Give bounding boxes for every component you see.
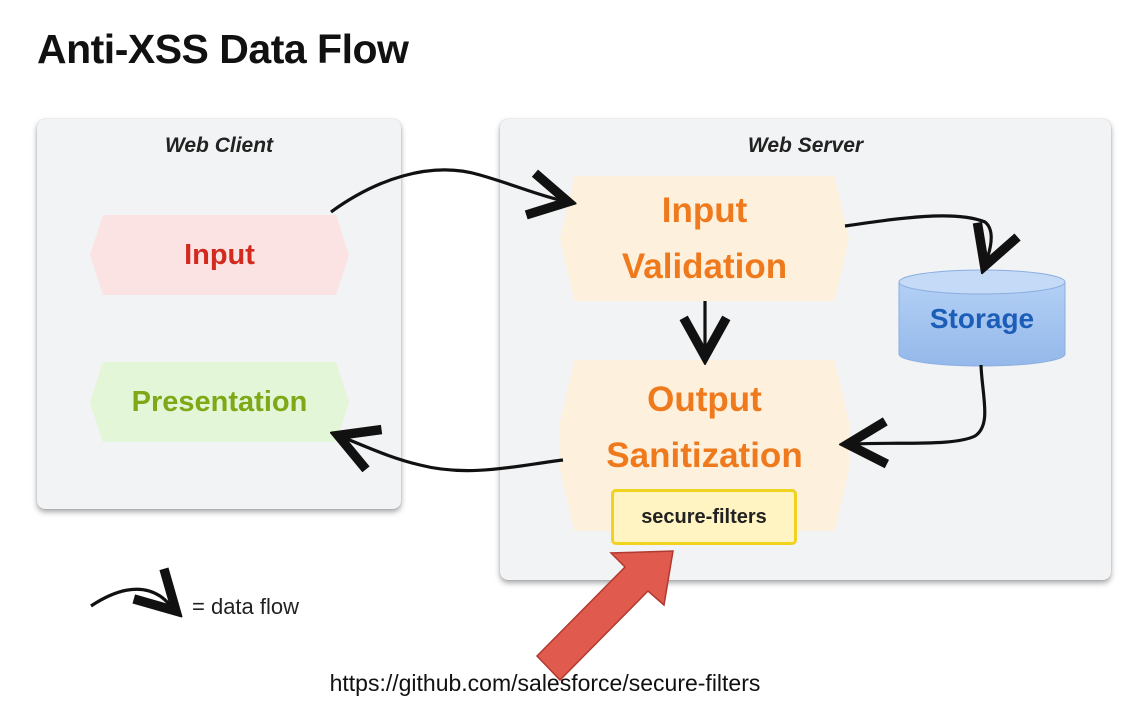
web-client-panel: Web Client xyxy=(37,119,401,509)
input-node-label: Input xyxy=(184,238,255,271)
input-node: Input xyxy=(90,215,349,295)
input-validation-node: Input Validation xyxy=(560,176,849,301)
input-validation-line2: Validation xyxy=(621,246,788,286)
web-server-label: Web Server xyxy=(747,134,864,157)
secure-filters-box: secure-filters xyxy=(611,489,797,545)
secure-filters-label: secure-filters xyxy=(641,505,767,528)
storage-node: Storage xyxy=(897,268,1067,368)
presentation-node-label: Presentation xyxy=(131,385,308,418)
storage-label: Storage xyxy=(929,303,1035,334)
output-sanitization-line2: Sanitization xyxy=(606,436,803,475)
source-url: https://github.com/salesforce/secure-fil… xyxy=(329,670,761,696)
output-sanitization-line1: Output xyxy=(647,380,762,419)
input-validation-line1: Input xyxy=(661,190,748,230)
diagram-title: Anti-XSS Data Flow xyxy=(37,26,409,72)
legend-arrow-icon xyxy=(90,589,173,608)
web-client-label: Web Client xyxy=(164,134,274,157)
database-cylinder-icon xyxy=(898,269,1066,367)
legend-text: = data flow xyxy=(192,594,300,619)
presentation-node: Presentation xyxy=(90,362,349,442)
